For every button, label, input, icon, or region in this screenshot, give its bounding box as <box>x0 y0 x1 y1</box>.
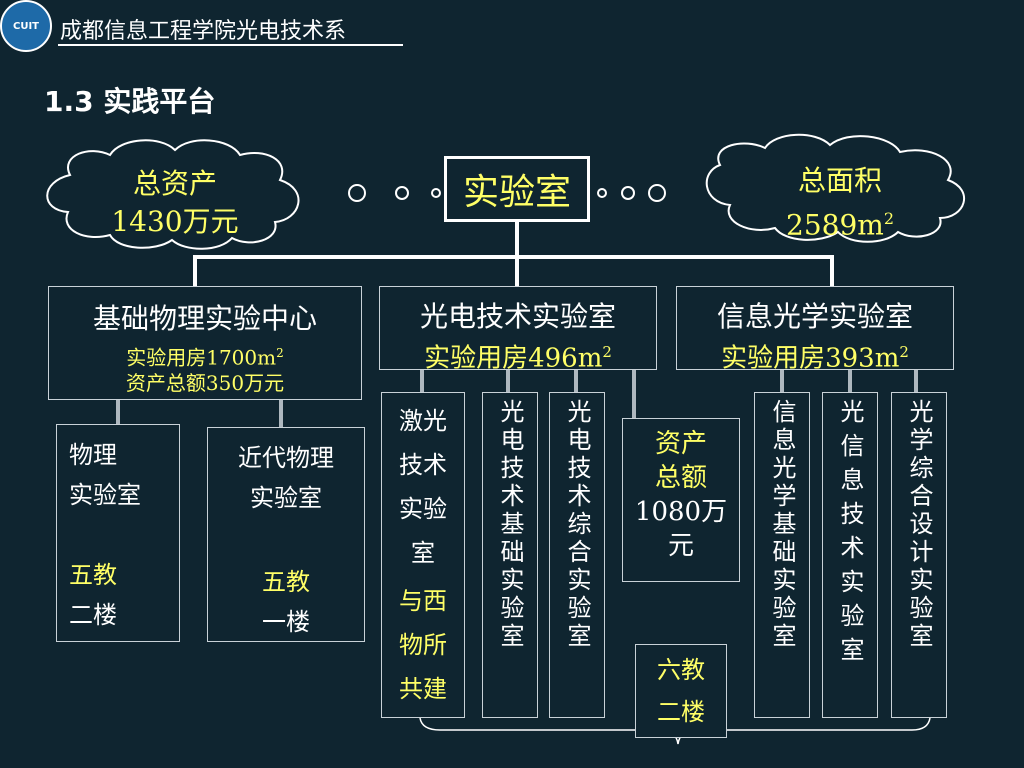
lab-laser-line3: 实验 <box>399 495 447 523</box>
lab-opto-basic: 光电技术基础实验室 <box>482 392 538 718</box>
lab-modern-loc2: 一楼 <box>262 608 310 636</box>
lab-modern-line2: 实验室 <box>250 484 322 512</box>
group-info-area: 实验用房393m2 <box>677 335 953 376</box>
opto-assets-box: 资产 总额 1080万 元 <box>622 418 740 582</box>
logo-text: CUIT <box>12 20 39 32</box>
lab-info-tech-text: 光信息技术实验室 <box>836 399 864 671</box>
lab-laser-note2: 物所 <box>399 631 447 659</box>
group-physics-center: 基础物理实验中心 实验用房1700m2 资产总额350万元 <box>48 286 362 400</box>
lab-laser-line2: 技术 <box>399 451 447 479</box>
school-logo: CUIT <box>0 0 52 52</box>
total-area-number: 2589m <box>786 208 884 242</box>
lab-laser: 激光 技术 实验 室 与西 物所 共建 <box>381 392 465 718</box>
section-title: 1.3 实践平台 <box>44 85 216 118</box>
group-opto-area-text: 实验用房496m <box>424 343 603 374</box>
lab-physics-loc2: 二楼 <box>69 601 117 629</box>
group-opto-area: 实验用房496m2 <box>380 335 656 376</box>
lab-info-basic-text: 信息光学基础实验室 <box>768 399 796 651</box>
group-info-area-sup: 2 <box>899 343 909 361</box>
cloud-right-shape <box>705 133 966 243</box>
group-info-title: 信息光学实验室 <box>716 300 913 333</box>
cloud-left-text: 总资产 1430万元 <box>85 165 265 241</box>
group-opto-area-sup: 2 <box>602 343 612 361</box>
lab-modern-physics: 近代物理 实验室 五教 一楼 <box>207 427 365 642</box>
opto-assets-line1: 资产 <box>654 429 707 459</box>
total-area-value: 2589m2 <box>740 200 940 244</box>
total-area-sup: 2 <box>883 209 894 228</box>
lab-info-tech: 光信息技术实验室 <box>822 392 878 718</box>
group-opto-title: 光电技术实验室 <box>419 300 616 333</box>
opto-assets-line2: 总额 <box>654 463 707 493</box>
cloud-right-text: 总面积 2589m2 <box>740 162 940 244</box>
lab-modern-loc1: 五教 <box>262 568 310 596</box>
lab-modern-line1: 近代物理 <box>238 444 334 472</box>
lab-laser-note1: 与西 <box>399 587 447 615</box>
total-assets-label: 总资产 <box>132 167 217 200</box>
center-lab-label: 实验室 <box>462 172 571 213</box>
opto-assets-line4: 元 <box>667 531 694 561</box>
lab-optics-design-text: 光学综合设计实验室 <box>905 399 933 651</box>
cloud-left-shape <box>46 139 300 250</box>
lab-optics-design: 光学综合设计实验室 <box>891 392 947 718</box>
opto-location-line2: 二楼 <box>657 698 705 726</box>
total-assets-value: 1430万元 <box>111 205 239 238</box>
lab-laser-line1: 激光 <box>399 407 447 435</box>
opto-location-line1: 六教 <box>657 656 705 684</box>
opto-assets-line3: 1080万 <box>634 497 728 527</box>
lab-laser-note3: 共建 <box>399 675 447 703</box>
lab-opto-basic-text: 光电技术基础实验室 <box>496 399 524 651</box>
lab-opto-comprehensive: 光电技术综合实验室 <box>549 392 605 718</box>
group-physics-area: 实验用房1700m2 <box>49 341 361 370</box>
group-physics-assets: 资产总额350万元 <box>125 370 285 395</box>
group-info-optics: 信息光学实验室 实验用房393m2 <box>676 286 954 374</box>
group-optoelectronic: 光电技术实验室 实验用房496m2 <box>379 286 657 374</box>
header-divider <box>58 44 403 46</box>
opto-location-box: 六教 二楼 <box>635 644 727 738</box>
group-info-area-text: 实验用房393m <box>721 343 900 374</box>
group-physics-area-text: 实验用房1700m <box>126 345 277 370</box>
lab-physics-line2: 实验室 <box>69 481 141 509</box>
group-physics-title: 基础物理实验中心 <box>92 302 317 335</box>
lab-physics-line1: 物理 <box>69 441 117 469</box>
group-physics-area-sup: 2 <box>276 346 284 360</box>
lab-physics-loc1: 五教 <box>69 561 117 589</box>
lab-opto-comp-text: 光电技术综合实验室 <box>563 399 591 651</box>
lab-info-basic: 信息光学基础实验室 <box>754 392 810 718</box>
center-lab-box: 实验室 <box>444 156 590 222</box>
total-area-label: 总面积 <box>797 164 882 197</box>
lab-laser-line4: 室 <box>411 539 435 567</box>
header-title: 成都信息工程学院光电技术系 <box>60 19 347 44</box>
lab-physics: 物理 实验室 五教 二楼 <box>56 424 180 642</box>
